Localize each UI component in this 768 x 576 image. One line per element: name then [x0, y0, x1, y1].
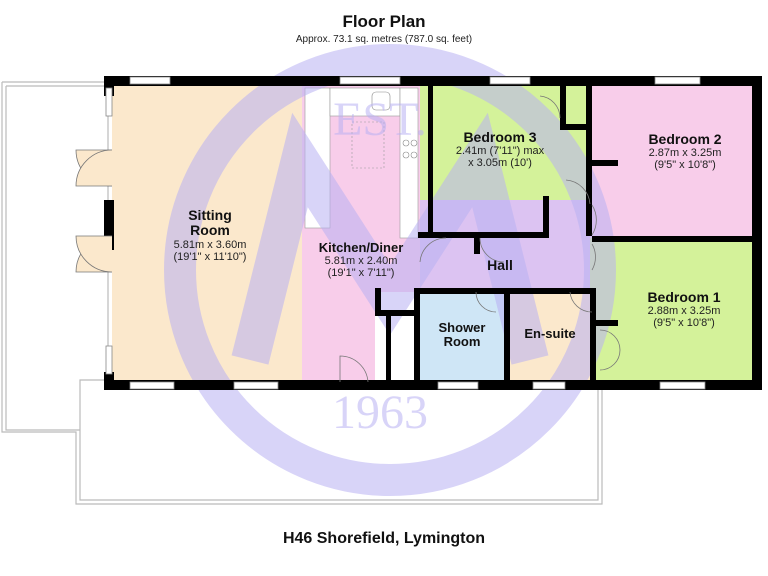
- wardrobe-door-b: [599, 349, 621, 371]
- room-dimensions-metric: 2.41m (7'11") max: [455, 145, 545, 158]
- watermark-logo: EST. 1963: [164, 44, 616, 496]
- room-name: Room: [443, 334, 481, 350]
- room-name: En-suite: [524, 326, 576, 341]
- room-label-bedroom-3: Bedroom 3 2.41m (7'11") max x 3.05m (10'…: [440, 129, 560, 170]
- room-name: Bedroom 2: [648, 131, 722, 147]
- room-dimensions-imperial: x 3.05m (10'): [468, 157, 532, 170]
- kitchen-sink: [371, 91, 391, 111]
- ensuite-door: [569, 291, 593, 313]
- kitchen-island: [351, 121, 385, 169]
- room-label-shower-room: Shower Room: [422, 320, 502, 350]
- room-label-hall: Hall: [470, 257, 530, 273]
- watermark-year: 1963: [332, 386, 428, 439]
- front-door: [339, 355, 369, 383]
- property-address: H46 Shorefield, Lymington: [282, 530, 486, 547]
- room-name: Kitchen/Diner: [318, 240, 404, 255]
- room-name: Shower: [438, 320, 486, 335]
- room-dimensions-metric: 2.87m x 3.25m: [648, 147, 722, 160]
- room-name: Bedroom 3: [463, 129, 537, 145]
- windows: [105, 76, 706, 390]
- room-dimensions-metric: 5.81m x 2.40m: [324, 255, 398, 268]
- shower-door: [475, 291, 497, 313]
- cupboard-door: [539, 95, 561, 119]
- room-label-sitting-room: Sitting Room 5.81m x 3.60m (19'1" x 11'1…: [150, 207, 270, 263]
- room-name: Sitting: [188, 207, 232, 223]
- room-label-kitchen-diner: Kitchen/Diner 5.81m x 2.40m (19'1" x 7'1…: [302, 240, 420, 280]
- hob-ring: [402, 139, 410, 147]
- room-dimensions-imperial: (9'5" x 10'8"): [653, 317, 715, 330]
- hall-door: [479, 237, 505, 263]
- room-dimensions-metric: 5.81m x 3.60m: [173, 238, 247, 251]
- kitchen-hall-door: [419, 237, 447, 263]
- room-name: Bedroom 1: [647, 289, 721, 305]
- room-dimensions-imperial: (19'1" x 11'10"): [173, 250, 247, 263]
- bedroom1-door: [591, 243, 596, 271]
- bedroom1-floor: [590, 238, 752, 382]
- hob-ring: [410, 139, 418, 147]
- hob-ring: [410, 151, 418, 159]
- room-dimensions-imperial: (19'1" x 7'11"): [327, 267, 395, 280]
- room-dimensions-metric: 2.88m x 3.25m: [647, 305, 721, 318]
- room-dimensions-imperial: (9'5" x 10'8"): [654, 159, 716, 172]
- room-name: Room: [190, 222, 230, 239]
- walls: [104, 76, 762, 390]
- room-label-bedroom-2: Bedroom 2 2.87m x 3.25m (9'5" x 10'8"): [630, 131, 740, 172]
- page-title: Floor Plan: [342, 12, 426, 31]
- hob-ring: [402, 151, 410, 159]
- doors: [75, 95, 621, 383]
- watermark-est: EST.: [333, 93, 427, 146]
- bedroom2-door: [591, 204, 597, 236]
- total-area: Approx. 73.1 sq. metres (787.0 sq. feet): [295, 34, 473, 45]
- shower-floor: [418, 290, 506, 382]
- room-label-en-suite: En-suite: [510, 326, 590, 341]
- room-label-bedroom-1: Bedroom 1 2.88m x 3.25m (9'5" x 10'8"): [628, 289, 740, 330]
- wardrobe-door-a: [599, 329, 621, 351]
- bedroom3-door: [565, 179, 591, 205]
- room-name: Hall: [487, 257, 513, 273]
- french-door-bottom2: [75, 235, 113, 273]
- french-door-top2: [75, 149, 113, 187]
